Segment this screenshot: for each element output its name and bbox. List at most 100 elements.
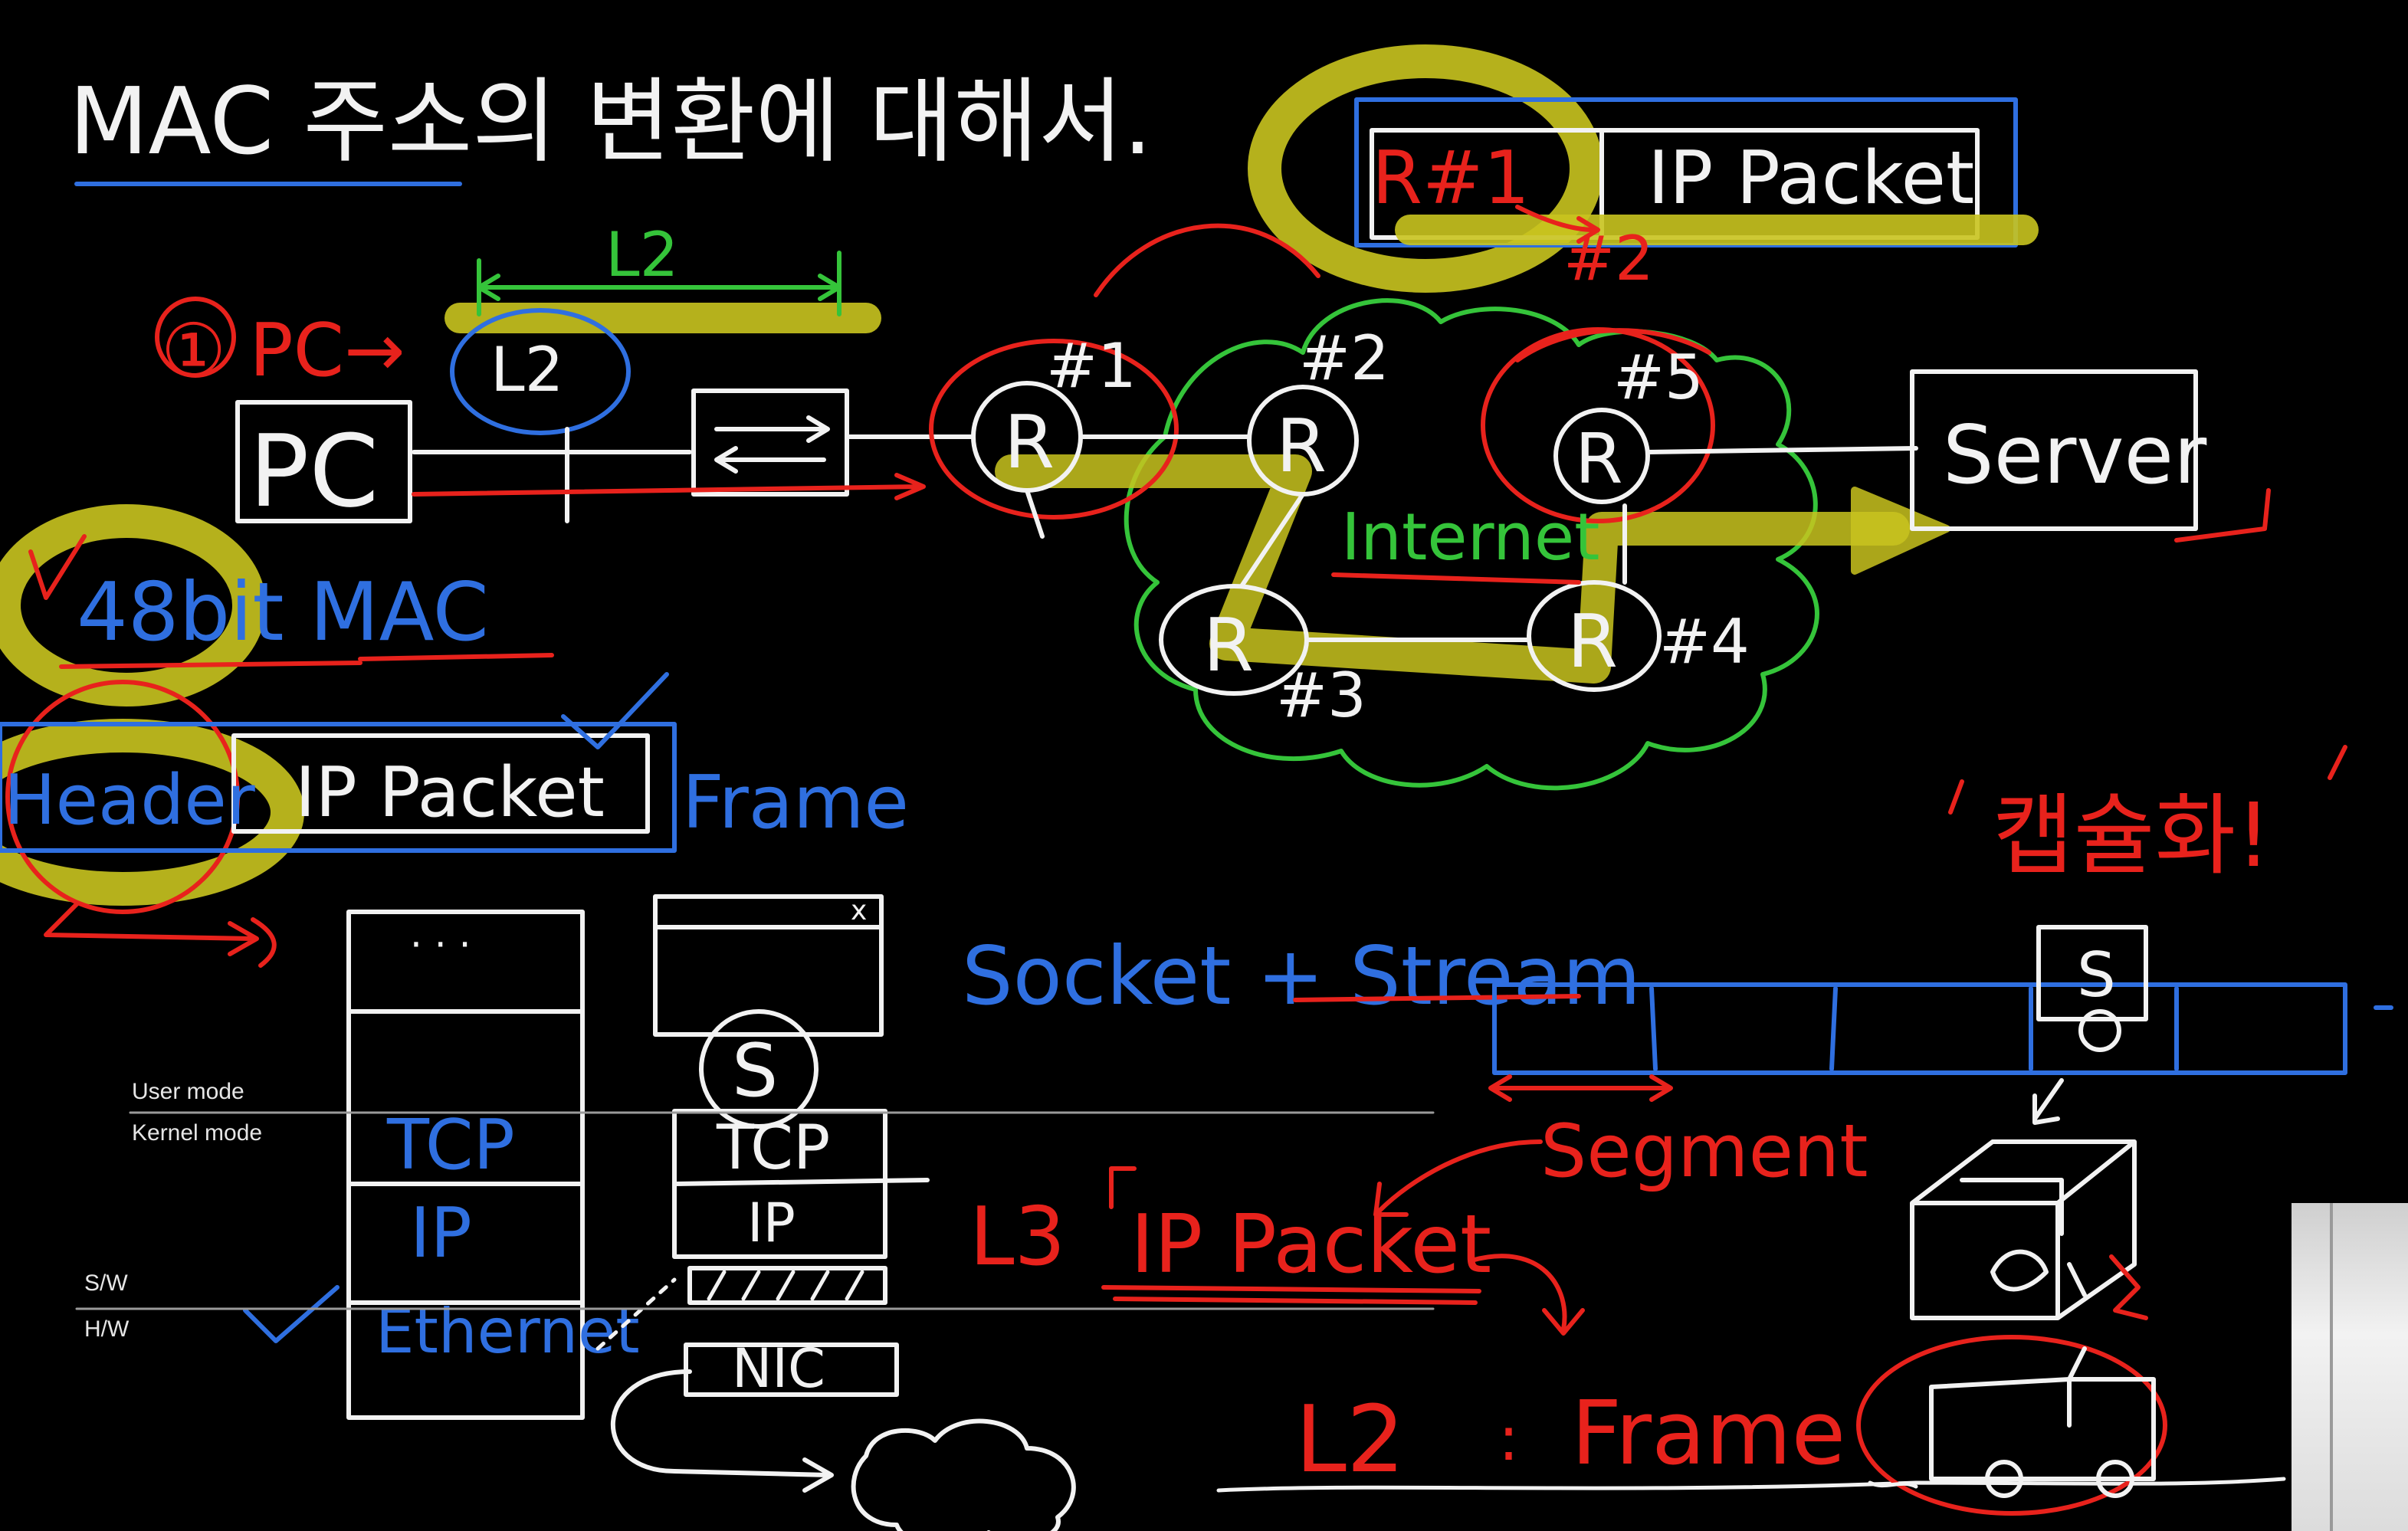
stream-underline: [1293, 994, 1581, 1002]
l2-bracket: [477, 251, 841, 316]
frame-label: Frame: [682, 761, 909, 845]
router-2-label: R: [1276, 405, 1327, 489]
frame-inner-box: [231, 733, 650, 834]
router-1-red-circle: [929, 339, 1179, 520]
frame-ip-packet: IP Packet: [295, 752, 605, 833]
router-1-tag: #1: [1046, 330, 1137, 402]
pc-to-switch-line: [412, 427, 692, 523]
stream-socket-box: [2036, 925, 2148, 1021]
stream-socket-label: S: [2077, 939, 2116, 1011]
router-5: [1553, 408, 1650, 504]
server-box: [1910, 369, 2198, 531]
internet-underline: [1331, 572, 1581, 585]
header-highlight: [0, 719, 304, 906]
internet-cloud: [1124, 298, 1819, 791]
stream-socket-arrow: [2032, 1078, 2064, 1125]
router-4: [1527, 580, 1662, 692]
app-window-close: x: [851, 895, 867, 926]
dotted-link: [595, 1277, 677, 1351]
ethernet-check-mark: [243, 1285, 340, 1343]
router-4-label: R: [1567, 600, 1618, 684]
socket-stream-label: Socket + Stream: [962, 929, 1641, 1023]
encapsulation-marks: [1948, 745, 2347, 815]
encapsulation-label: 캡슐화!: [1993, 785, 2272, 887]
webcam-door-frame: [2330, 1203, 2333, 1531]
l2-bracket-label: L2: [605, 219, 678, 290]
segment-arrow: [1373, 1139, 1543, 1217]
nic-label: NIC: [732, 1337, 825, 1400]
truck-wheel-front: [1985, 1460, 2023, 1498]
truck-red-circle: [1856, 1335, 2167, 1516]
l3-bracket: [1109, 1166, 1137, 1209]
header-red-circle: [5, 680, 240, 914]
segment-label: Segment: [1540, 1110, 1868, 1194]
stack-ip: IP: [410, 1193, 472, 1274]
socket-stack-ip: IP: [747, 1192, 796, 1254]
internet-label: Internet: [1341, 500, 1600, 575]
step-number-circle: [155, 297, 236, 378]
stack-dividers: [346, 1009, 585, 1305]
socket-stack-tcp: TCP: [716, 1112, 830, 1183]
router-5-tag: #5: [1613, 342, 1704, 413]
pc-red-arrow: [412, 473, 926, 500]
mac-check-mark: [28, 534, 87, 600]
router-1-label: R: [1004, 401, 1055, 485]
router-3-label: R: [1203, 604, 1254, 688]
pc-box: [235, 400, 412, 523]
frame-outer-box: [0, 722, 677, 853]
package-box: [1910, 1139, 2137, 1320]
app-window-box: [653, 894, 884, 1037]
stack-tcp: TCP: [386, 1105, 515, 1185]
frame-red-arrow: [44, 902, 277, 968]
nic-cable: [611, 1369, 834, 1493]
stream-bar: [1492, 982, 2347, 1075]
stack-top: · · ·: [410, 923, 471, 967]
user-mode-label: User mode: [132, 1079, 244, 1104]
l2-frame-colon: :: [1498, 1403, 1519, 1474]
mac-highlight: [0, 504, 266, 706]
r5-to-server-line: [1645, 446, 1918, 454]
server-red-mark: [2174, 488, 2271, 543]
top-packet-r1: R#1: [1372, 136, 1530, 221]
server-label: Server: [1943, 408, 2207, 502]
router-5-label: R: [1575, 419, 1623, 500]
sw-label: S/W: [84, 1270, 128, 1296]
l3-ip-packet: IP Packet: [1130, 1198, 1491, 1291]
l2-frame-layer: L2: [1295, 1387, 1405, 1493]
stack-ethernet: Ethernet: [376, 1296, 640, 1367]
route-highlight: [995, 454, 1910, 684]
hw-label: H/W: [84, 1316, 130, 1342]
package-contents: [1960, 1178, 2087, 1297]
l2-frame-label: Frame: [1571, 1382, 1845, 1485]
top-packet-ip-label: IP Packet: [1648, 136, 1974, 221]
socket-label: S: [732, 1029, 778, 1113]
title-text: MAC 주소의 변환에 대해서.: [69, 69, 1152, 175]
truck-body: [1929, 1346, 2156, 1481]
router-4-tag: #4: [1659, 606, 1750, 677]
socket-circle: [699, 1009, 819, 1129]
route-highlight-arrow: [1851, 487, 1950, 575]
l3-label: L3: [969, 1190, 1065, 1283]
driver-hatch: [707, 1270, 864, 1301]
router-3-tag: #3: [1276, 660, 1366, 731]
l2-blue-circle: [450, 308, 631, 435]
driver-box: [687, 1266, 887, 1305]
package-red-mark: [2109, 1254, 2148, 1320]
top-r1-highlight: [1248, 44, 1603, 293]
top-packet-tag: #2: [1563, 223, 1654, 294]
stack-box: [346, 910, 585, 1420]
switch-arrows: [714, 415, 830, 474]
stream-dividers: [1649, 986, 2179, 1071]
mac-note: 48bit MAC: [77, 566, 489, 659]
stream-socket-node: [2078, 1009, 2121, 1052]
top-packet-arrow: [1515, 205, 1600, 244]
l3-to-l2-arrow: [1469, 1254, 1585, 1336]
l3-underline: [1101, 1285, 1481, 1305]
switch-box: [691, 388, 849, 497]
router-2-tag: #2: [1299, 323, 1389, 394]
webcam-overlay: [2292, 1203, 2408, 1531]
pc-label: PC: [249, 413, 379, 529]
red-arc-2: [1515, 328, 1711, 362]
red-arc-1: [1094, 223, 1320, 297]
l2-frame-underline: [1216, 1477, 2286, 1493]
